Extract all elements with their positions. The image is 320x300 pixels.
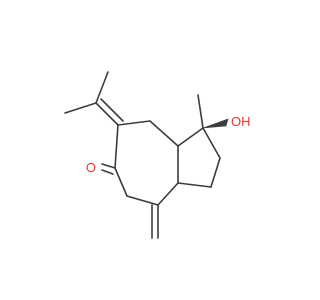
bond-c1-methyl: [197, 94, 204, 129]
bond-c5-c6: [114, 167, 128, 197]
bond-c3-c3a: [177, 182, 212, 188]
bond-c8-c8a: [149, 120, 179, 147]
bond-c1-c2: [202, 127, 221, 159]
bond-carbonyl-2: [101, 169, 114, 175]
bond-c2-c3: [210, 157, 221, 188]
bond-carbonyl-1: [101, 163, 116, 169]
ketone-oxygen-label: O: [86, 160, 96, 175]
bond-c7-c8: [117, 120, 151, 126]
bond-exocyclic-double-1: [95, 102, 119, 126]
bond-c6-c7: [114, 124, 119, 169]
bond-layer: [64, 71, 229, 239]
hydroxyl-label: OH: [231, 114, 251, 129]
bond-c3a-c4: [157, 182, 179, 206]
bond-c8a-c1: [177, 127, 204, 147]
structure-diagram: O OH: [64, 71, 251, 239]
bond-methyl-left: [64, 102, 97, 114]
bond-exocyclic-double-2: [100, 98, 124, 122]
bond-methyl-up: [95, 71, 109, 104]
molecule-canvas: O OH: [64, 71, 251, 239]
wedge-bond-hydroxyl: [202, 118, 229, 129]
bond-c4-c5: [126, 195, 159, 206]
